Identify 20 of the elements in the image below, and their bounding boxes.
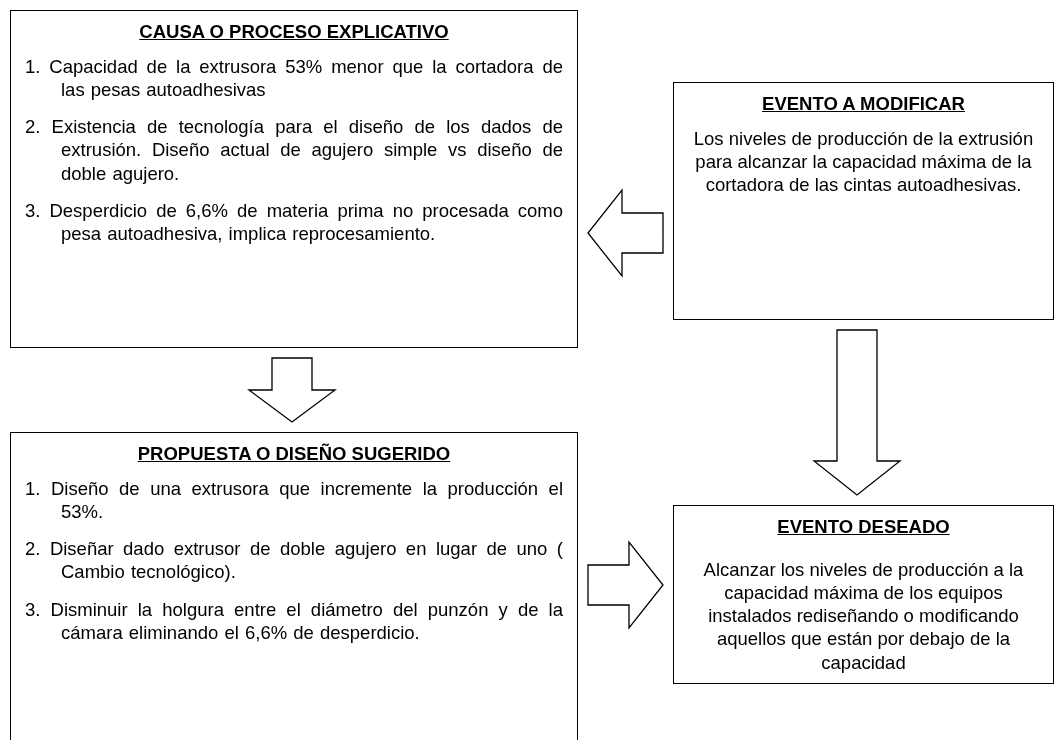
list-item: 1. Diseño de una extrusora que incremente la producción el 53%. [25, 477, 563, 524]
text-box [673, 82, 1054, 320]
box-heading: PROPUESTA O DISEÑO SUGERIDO [136, 443, 452, 465]
list-item: 2. Diseñar dado extrusor de doble agujero en lugar de uno ( Cambio tecnológico). [25, 537, 563, 584]
text-box [10, 10, 578, 348]
box-heading: CAUSA O PROCESO EXPLICATIVO [138, 21, 450, 43]
box-text: Los niveles de producción de la extrusión para alcanzar la capacidad máxima de la cortadora de las cintas autoadhesivas. [692, 127, 1035, 197]
block-arrow [247, 357, 337, 423]
list-item: 3. Desperdicio de 6,6% de materia prima no procesada como pesa autoadhesiva, implica reprocesamiento. [25, 198, 563, 245]
block-arrow [587, 188, 664, 278]
block-arrow [587, 540, 664, 630]
text-box [673, 505, 1054, 684]
list-item: 3. Disminuir la holgura entre el diámetro del punzón y de la cámara eliminando el 6,6% de desperdicio. [25, 597, 563, 644]
list-item: 1. Capacidad de la extrusora 53% menor que la cortadora de las pesas autoadhesivas [25, 55, 563, 102]
box-text: Alcanzar los niveles de producción a la capacidad máxima de los equipos instalados rediseñando o modificando aquellos que están por debajo de la capacidad [702, 558, 1025, 674]
block-arrow [812, 329, 902, 496]
box-heading: EVENTO DESEADO [776, 516, 951, 538]
text-box [10, 432, 578, 740]
list-item: 2. Existencia de tecnología para el diseño de los dados de extrusión. Diseño actual de agujero simple vs diseño de doble agujero. [25, 115, 563, 185]
box-heading: EVENTO A MODIFICAR [761, 93, 966, 115]
